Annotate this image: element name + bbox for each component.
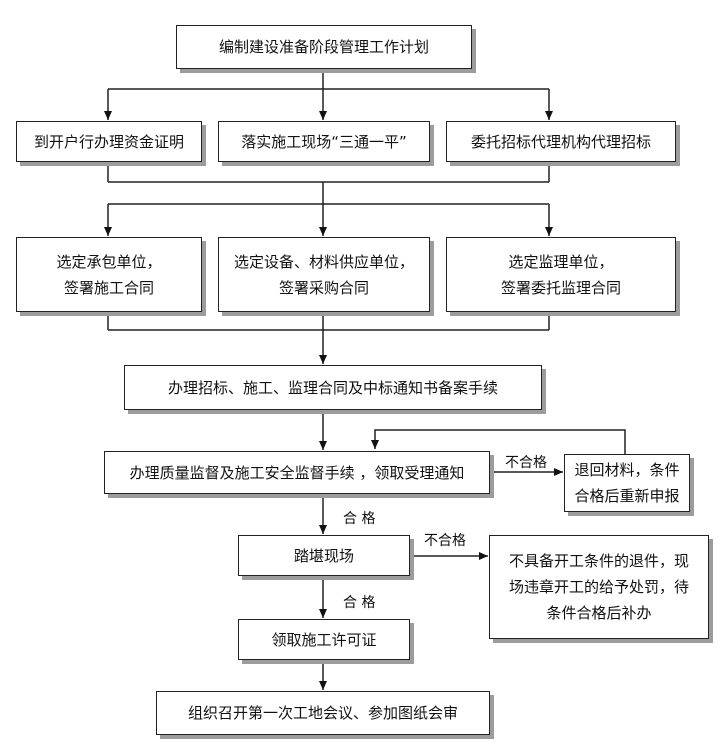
node-supervisor-line-2: 签署委托监理合同 (500, 278, 621, 297)
edge-label-pass-quality: 合 格 (343, 511, 376, 527)
node-agent-label: 委托招标代理机构代理招标 (470, 132, 651, 151)
node-survey: 踏堪现场 (238, 535, 410, 576)
node-penalty-line-3: 条件合格后补办 (546, 604, 652, 622)
node-meeting-label: 组织召开第一次工地会议、参加图纸会审 (187, 704, 458, 722)
node-fund: 到开户行办理资金证明 (16, 121, 202, 162)
node-quality-label: 办理质量监督及施工安全监督手续 ，领取受理通知 (129, 463, 465, 482)
node-survey-label: 踏堪现场 (293, 546, 354, 565)
node-return: 退回材料，条件 合格后重新申报 (564, 454, 690, 512)
node-agent: 委托招标代理机构代理招标 (446, 121, 676, 162)
node-contractor: 选定承包单位， 签署施工合同 (16, 237, 202, 312)
node-filing-label: 办理招标、施工、监理合同及中标通知书备案手续 (167, 378, 498, 397)
node-supplier-line-2: 签署采购合同 (278, 278, 369, 297)
node-return-line-2: 合格后重新申报 (574, 487, 680, 505)
node-filing: 办理招标、施工、监理合同及中标通知书备案手续 (124, 365, 542, 410)
node-fund-label: 到开户行办理资金证明 (33, 132, 184, 151)
node-plan: 编制建设准备阶段管理工作计划 (176, 25, 472, 69)
edge-label-fail-quality: 不合格 (505, 455, 547, 471)
node-quality: 办理质量监督及施工安全监督手续 ，领取受理通知 (104, 451, 490, 494)
node-supplier-line-1: 选定设备、材料供应单位， (233, 252, 414, 271)
node-plan-label: 编制建设准备阶段管理工作计划 (218, 38, 429, 56)
node-site: 落实施工现场“三通一平” (218, 121, 430, 162)
edge-label-fail-survey: 不合格 (424, 533, 466, 549)
return-loop (371, 429, 626, 454)
node-contractor-line-1: 选定承包单位， (56, 252, 162, 271)
edge-label-pass-survey: 合 格 (343, 595, 376, 611)
node-supervisor: 选定监理单位， 签署委托监理合同 (446, 237, 676, 312)
node-site-label: 落实施工现场“三通一平” (241, 132, 407, 151)
node-meeting: 组织召开第一次工地会议、参加图纸会审 (156, 691, 490, 735)
node-penalty-line-1: 不具备开工条件的退件，现 (508, 552, 689, 570)
node-contractor-line-2: 签署施工合同 (63, 278, 154, 297)
node-penalty: 不具备开工条件的退件，现 场违章开工的给予处罚，待 条件合格后补办 (489, 535, 709, 639)
node-permit-label: 领取施工许可证 (271, 630, 377, 649)
node-supplier: 选定设备、材料供应单位， 签署采购合同 (218, 237, 430, 312)
node-penalty-line-2: 场违章开工的给予处罚，待 (508, 578, 689, 596)
node-permit: 领取施工许可证 (238, 619, 410, 660)
node-supervisor-line-1: 选定监理单位， (508, 252, 614, 271)
node-return-line-1: 退回材料，条件 (574, 461, 680, 479)
